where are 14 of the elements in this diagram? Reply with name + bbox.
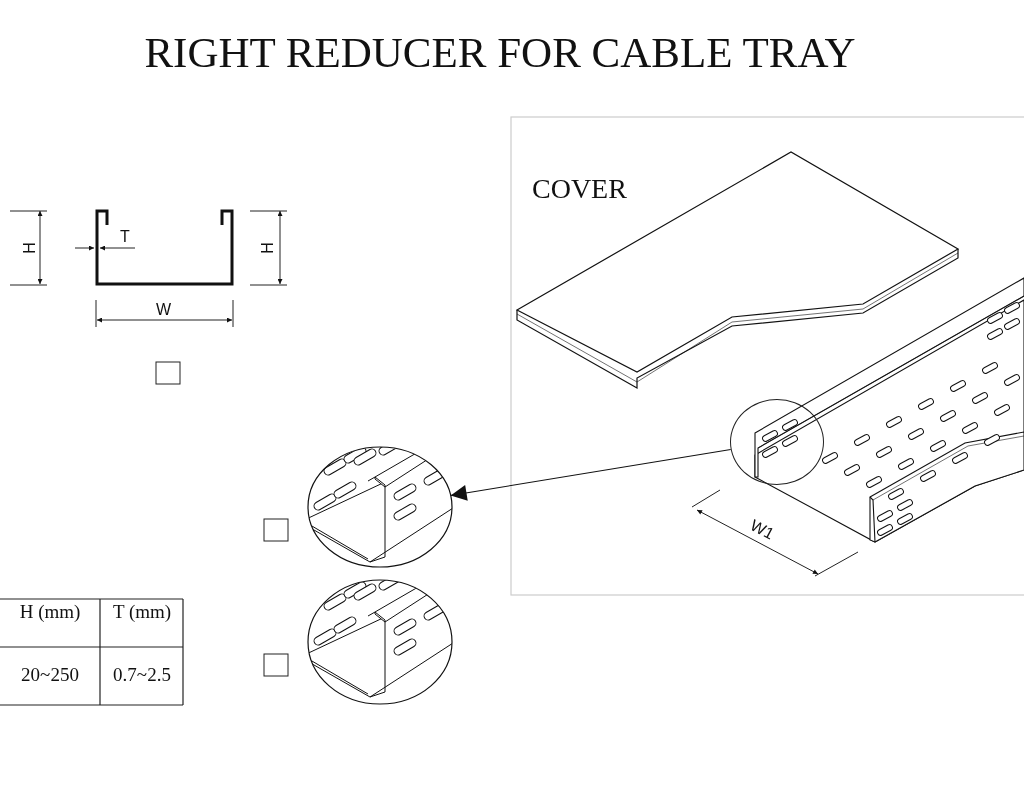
table-cell-text: 0.7~2.5 [112, 664, 172, 687]
dimension-label: W1 [747, 517, 777, 543]
table-header-cell-text: T (mm) [111, 601, 173, 624]
zoomed-corner-drawing [307, 446, 453, 568]
dimension-label: T [120, 229, 130, 245]
zoomed-corner-drawing [307, 579, 453, 705]
dimension-label: W [156, 302, 172, 318]
table-header-cell-text: H (mm) [18, 601, 82, 624]
dimension-label: H [21, 242, 38, 254]
title: RIGHT REDUCER FOR CABLE TRAY [143, 28, 857, 77]
dimension-label: H [259, 242, 276, 254]
part-label: COVER [532, 175, 627, 203]
arrow [450, 449, 732, 501]
table-cell-text: 20~250 [20, 664, 80, 687]
